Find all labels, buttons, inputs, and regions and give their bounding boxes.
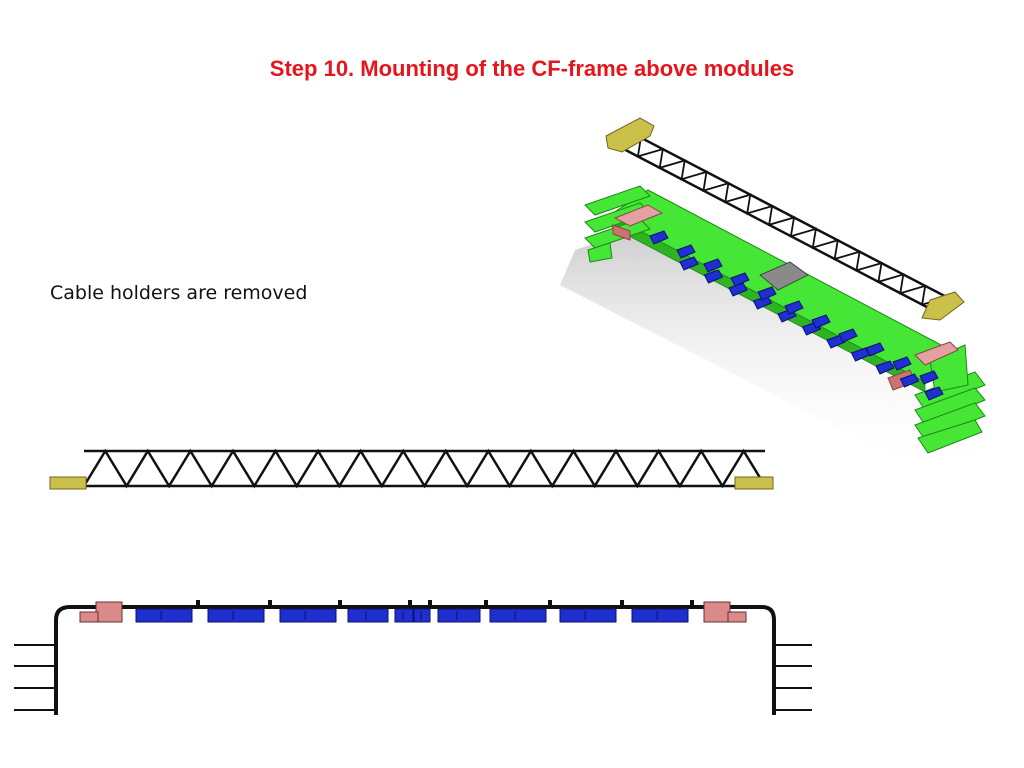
iso-module-top bbox=[811, 314, 831, 329]
iso-module-top bbox=[919, 370, 939, 385]
iso-modules bbox=[649, 230, 944, 401]
module-clip bbox=[690, 600, 694, 608]
iso-module-top bbox=[838, 328, 858, 343]
side-ladder-view bbox=[14, 600, 812, 715]
module-clip bbox=[548, 600, 552, 608]
iso-module-bottom bbox=[679, 256, 699, 271]
truss-zigzag bbox=[82, 448, 767, 489]
iso-module-top bbox=[892, 356, 912, 371]
module-clip bbox=[408, 600, 412, 608]
iso-central-connector bbox=[759, 261, 809, 291]
iso-module-top bbox=[703, 258, 723, 273]
iso-module-top bbox=[757, 286, 777, 301]
module-block bbox=[394, 608, 414, 623]
module-block bbox=[631, 608, 689, 623]
module-block bbox=[347, 608, 389, 623]
iso-end-pads bbox=[612, 204, 959, 391]
left-pink-pad-tab bbox=[79, 611, 99, 623]
right-cable-ribs bbox=[774, 644, 812, 711]
module-block bbox=[279, 608, 337, 623]
left-cable-ribs bbox=[14, 644, 56, 711]
ladder-profile bbox=[54, 605, 776, 715]
module-block bbox=[437, 608, 481, 623]
iso-module-top bbox=[784, 300, 804, 315]
iso-truss-zigzag bbox=[615, 136, 949, 317]
side-cf-frame bbox=[49, 448, 774, 490]
ladder-shadow bbox=[560, 228, 985, 475]
module-clip bbox=[196, 600, 200, 608]
iso-module-top bbox=[865, 342, 885, 357]
module-block bbox=[207, 608, 265, 623]
right-frame-end bbox=[734, 476, 774, 490]
slide-title: Step 10. Mounting of the CF-frame above … bbox=[269, 56, 795, 81]
iso-cf-frame bbox=[605, 117, 965, 321]
iso-module-top bbox=[730, 272, 750, 287]
module-block bbox=[413, 608, 431, 623]
iso-module-top bbox=[649, 230, 669, 245]
side-modules bbox=[135, 600, 694, 623]
iso-left-frame-end bbox=[605, 117, 655, 153]
caption-cable-holders: Cable holders are removed bbox=[50, 282, 308, 304]
right-pink-pad-tab bbox=[727, 611, 747, 623]
module-clip bbox=[620, 600, 624, 608]
isometric-assembly-view bbox=[560, 117, 986, 475]
iso-module-top bbox=[676, 244, 696, 259]
module-clip bbox=[268, 600, 272, 608]
right-pink-pad bbox=[703, 601, 731, 623]
module-clip bbox=[428, 600, 432, 608]
iso-module-bottom bbox=[899, 373, 920, 388]
iso-module-bottom bbox=[826, 334, 846, 349]
iso-module-bottom bbox=[875, 360, 895, 375]
iso-module-bottom bbox=[703, 269, 724, 284]
side-truss-diagonals bbox=[82, 448, 767, 489]
iso-module-bottom bbox=[924, 386, 944, 401]
left-frame-end bbox=[49, 476, 87, 490]
module-block bbox=[489, 608, 547, 623]
iso-right-frame-end bbox=[921, 291, 965, 321]
module-clip bbox=[338, 600, 342, 608]
module-block bbox=[559, 608, 617, 623]
module-block bbox=[135, 608, 193, 623]
left-pink-pad bbox=[95, 601, 123, 623]
module-clip bbox=[484, 600, 488, 608]
